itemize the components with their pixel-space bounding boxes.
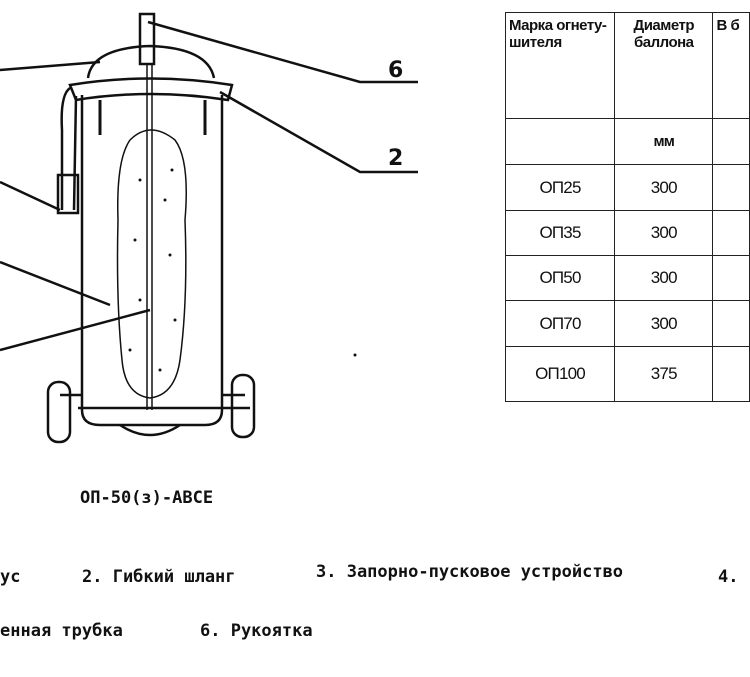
table-cell (712, 346, 750, 402)
table-cell: 300 (614, 210, 714, 256)
cylinder-body (80, 95, 224, 427)
base (119, 423, 181, 437)
legend-item-6: 6. Рукоятка (200, 621, 313, 641)
table-row: ОП35 300 (504, 210, 750, 256)
unit-cell (712, 118, 750, 165)
table-row: ОП25 300 (504, 164, 750, 211)
callout-label-6: 6 (388, 58, 404, 83)
legend-item-1: ус (0, 567, 21, 587)
table-cell (712, 255, 750, 301)
table-cell: 300 (614, 255, 714, 301)
powder-fill (116, 129, 187, 399)
support-bars (98, 100, 207, 135)
table-unit-row: мм (504, 118, 750, 165)
nozzle (56, 173, 80, 215)
specs-table: Марка огнету-шителя Диаметр баллона В б … (504, 12, 750, 402)
table-cell: 300 (614, 300, 714, 347)
table-cell (712, 164, 750, 211)
figure-caption: ОП-50(з)-АВСЕ (80, 488, 214, 508)
leader-line-left-2 (0, 260, 111, 307)
leader-line-top-left (0, 60, 101, 72)
table-header-row: Марка огнету-шителя Диаметр баллона В б (504, 12, 750, 119)
right-wheel (230, 373, 256, 439)
table-row: ОП70 300 (504, 300, 750, 347)
legend-item-4: 4. (718, 567, 739, 587)
siphon-tube (146, 64, 153, 410)
table-cell (712, 300, 750, 347)
unit-cell: мм (614, 118, 714, 165)
legend-item-3: 3. Запорно-пусковое устройство (316, 562, 624, 582)
table-cell: ОП70 (504, 300, 616, 347)
header-partial: В б (712, 12, 750, 119)
table-cell: ОП35 (504, 210, 616, 256)
leader-line-2 (219, 90, 418, 174)
cylinder-top-band (68, 77, 234, 102)
legend-item-5: енная трубка (0, 621, 123, 641)
table-cell: 375 (614, 346, 714, 402)
table-cell (712, 210, 750, 256)
leader-line-left-1 (0, 180, 61, 212)
leader-line-6 (147, 20, 418, 84)
header-brand: Марка огнету-шителя (504, 12, 616, 119)
hose (60, 86, 78, 211)
header-diameter: Диаметр баллона (614, 12, 714, 119)
table-row: ОП50 300 (504, 255, 750, 301)
leader-line-left-3 (0, 308, 151, 352)
table-cell: 300 (614, 164, 714, 211)
table-cell: ОП100 (504, 346, 616, 402)
callout-label-2: 2 (388, 146, 404, 171)
table-cell: ОП50 (504, 255, 616, 301)
table-row: ОП100 375 (504, 346, 750, 402)
table-cell: ОП25 (504, 164, 616, 211)
legend-item-2: 2. Гибкий шланг (82, 567, 236, 587)
unit-cell (504, 118, 616, 165)
left-wheel (46, 380, 72, 444)
cylinder-dome (86, 44, 216, 79)
valve-stem (138, 12, 156, 66)
